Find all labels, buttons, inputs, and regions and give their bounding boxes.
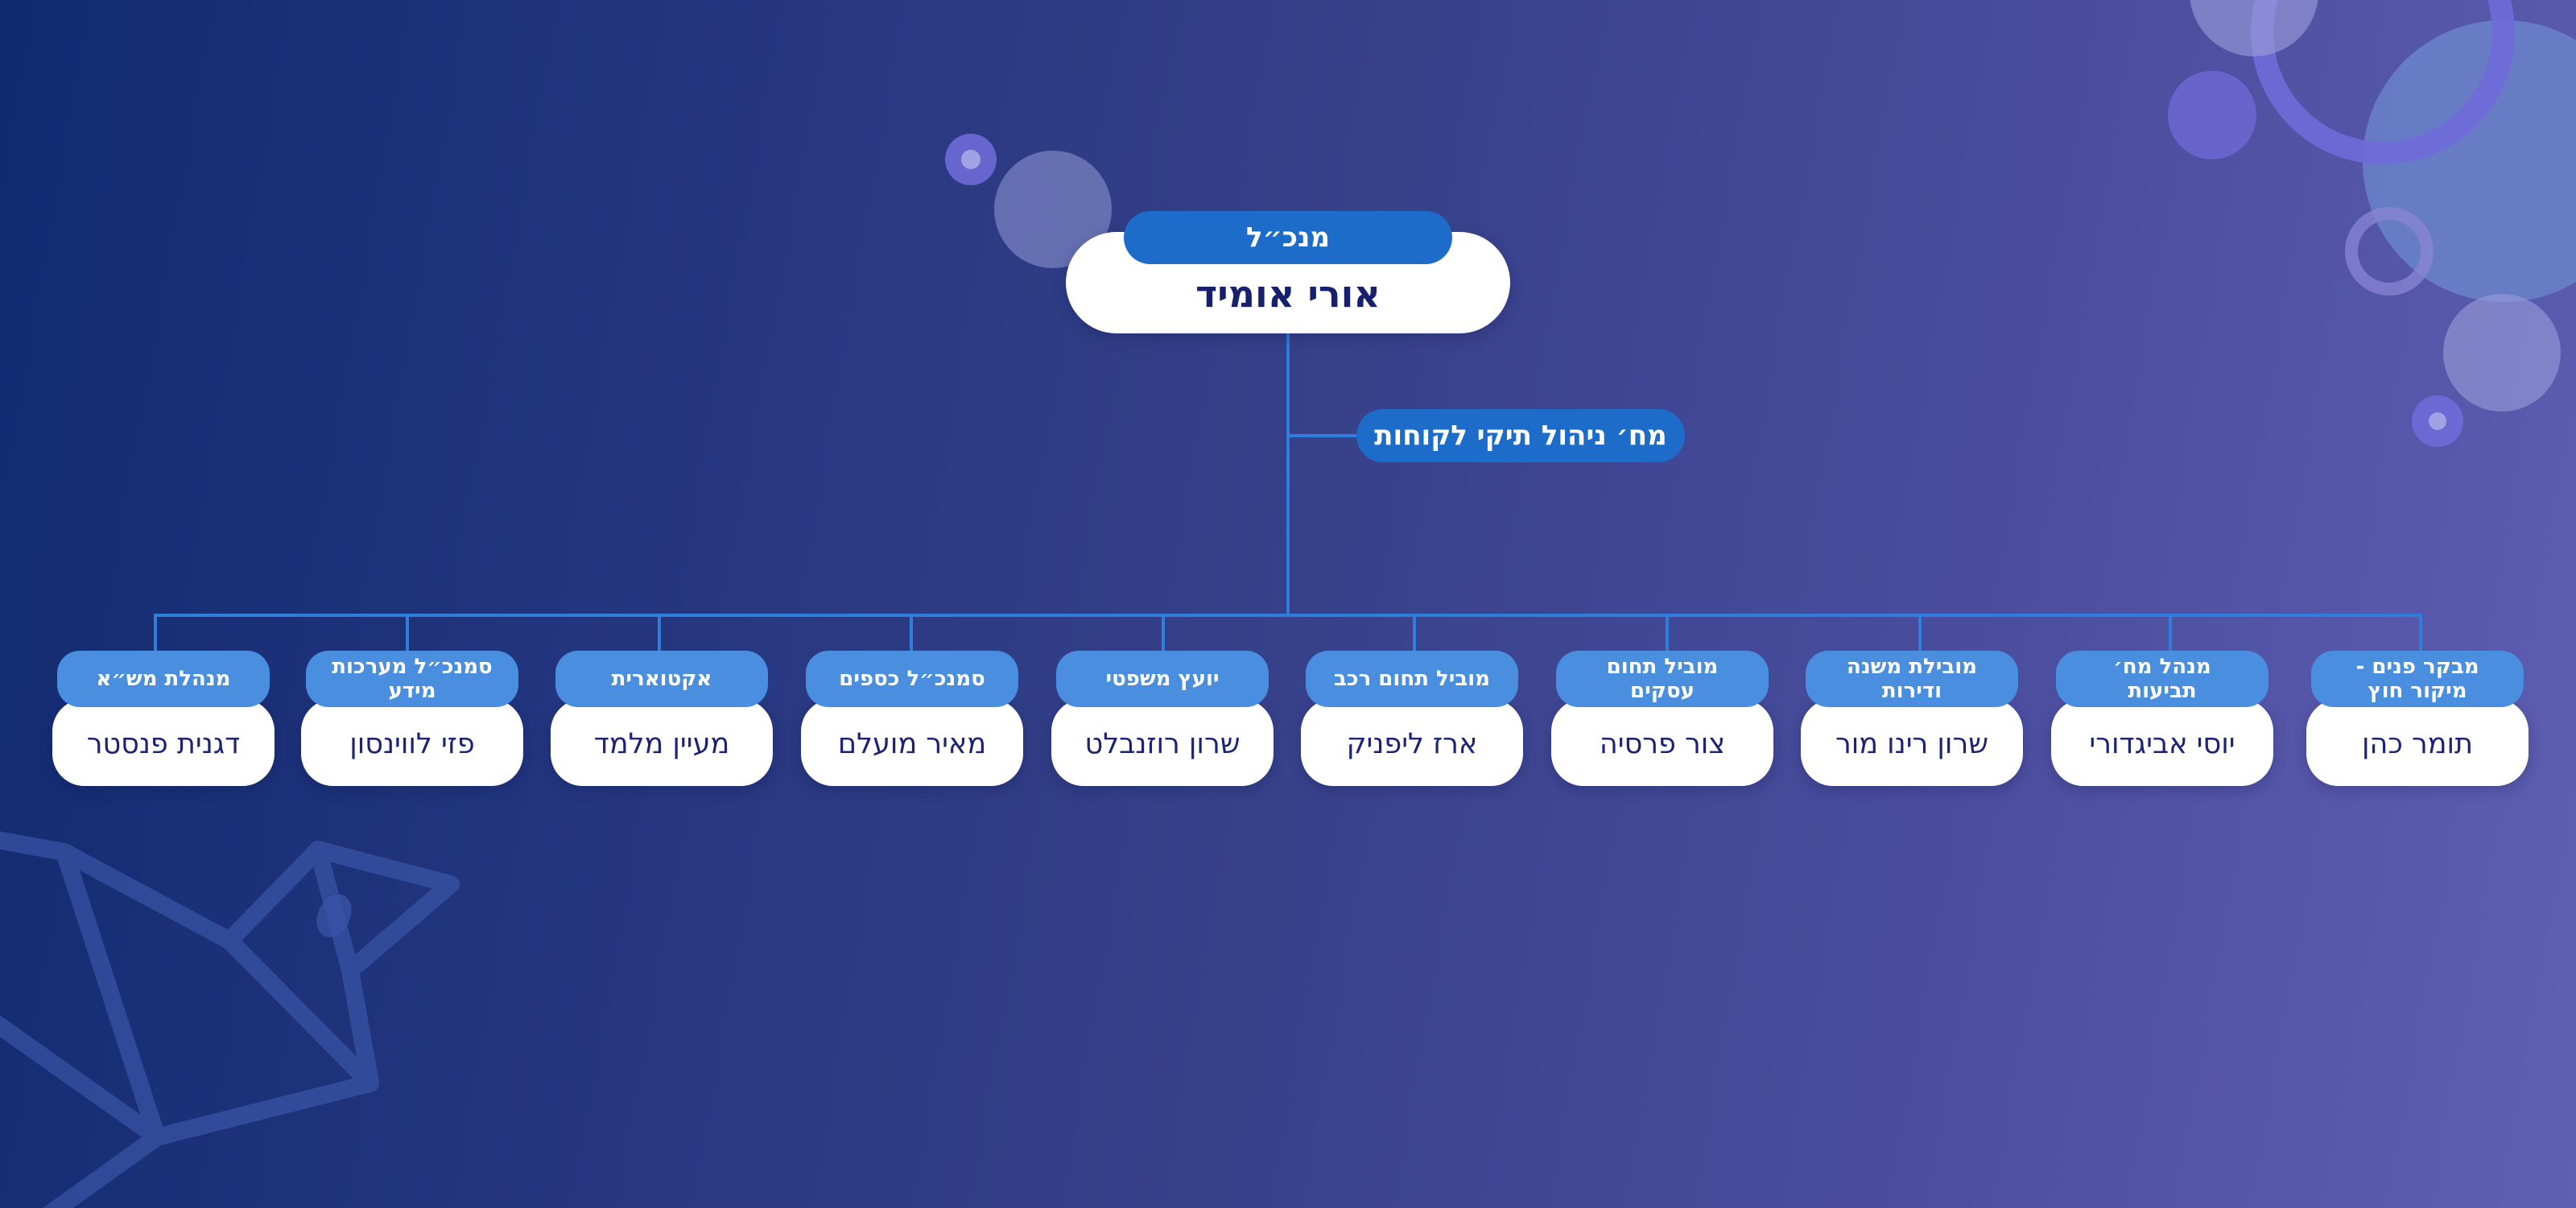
employee-title-pill: מוביל תחום עסקים [1556,651,1769,707]
ceo-name: אורי אומיד [1195,272,1381,316]
decor-dot-inner-ceo [961,150,980,169]
employee-name-card: מאיר מועלם [801,699,1023,786]
employee-card-6: שרון רוזנבלט יועץ משפטי [1051,651,1274,786]
connector-drop [1666,615,1669,652]
employee-title-pill: מנהלת מש״א [57,651,270,707]
connector-ceo-vertical [1286,333,1290,617]
connector-drop [2169,615,2172,652]
employee-name: ארז ליפניק [1346,728,1478,760]
employee-name-card: יוסי אביגדורי [2051,699,2273,786]
employee-name: שרון רינו מור [1835,728,1989,760]
employee-title-pill: מוביל תחום רכב [1306,651,1518,707]
employee-name-card: שרון רינו מור [1801,699,2023,786]
employee-card-9: פזי לווינסון סמנכ״ל מערכות מידע [301,651,523,786]
employee-title-pill: מנהל מח׳ תביעות [2056,651,2268,707]
decor-circle-right [2443,294,2561,412]
employee-card-3: שרון רינו מור מובילת משנה ודירות [1801,651,2023,786]
employee-card-7: מאיר מועלם סמנכ״ל כספים [801,651,1023,786]
connector-drop [910,615,913,652]
connector-horizontal-bus [154,614,2422,617]
employee-name-card: פזי לווינסון [301,699,523,786]
employee-name-card: תומר כהן [2306,699,2529,786]
employee-name: תומר כהן [2361,728,2474,760]
employee-card-5: ארז ליפניק מוביל תחום רכב [1301,651,1523,786]
client-portfolio-dept-pill: מח׳ ניהול תיקי לקוחות [1356,409,1685,462]
employee-name: מעיין מלמד [593,728,730,760]
employee-name: צור פרסיה [1599,728,1726,760]
employee-title-pill: מבקר פנים - מיקור חוץ [2311,651,2524,707]
employee-title-pill: יועץ משפטי [1056,651,1269,707]
connector-drop [658,615,661,652]
employee-card-8: מעיין מלמד אקטוארית [551,651,773,786]
decor-ring-small [2345,207,2434,296]
employee-name-card: דגנית פנסטר [52,699,275,786]
connector-side-branch [1288,434,1359,437]
employee-title-pill: מובילת משנה ודירות [1806,651,2018,707]
connector-drop [1162,615,1165,652]
connector-drop [406,615,409,652]
connector-drop [1918,615,1922,652]
decor-dot-inner-right [2429,412,2446,430]
employee-card-10: דגנית פנסטר מנהלת מש״א [52,651,275,786]
employee-name: מאיר מועלם [837,728,987,760]
employee-title-pill: סמנכ״ל כספים [806,651,1018,707]
employee-name: שרון רוזנבלט [1084,728,1241,760]
employee-name-card: מעיין מלמד [551,699,773,786]
employee-name-card: צור פרסיה [1551,699,1773,786]
decor-circle-ceo [994,151,1112,268]
employee-name: דגנית פנסטר [86,728,241,760]
employee-card-4: צור פרסיה מוביל תחום עסקים [1551,651,1773,786]
decor-circle-mid [2168,71,2256,159]
employee-title-pill: אקטוארית [555,651,768,707]
ceo-title-pill: מנכ״ל [1124,211,1452,264]
connector-drop [1413,615,1416,652]
employee-name-card: ארז ליפניק [1301,699,1523,786]
employee-name: יוסי אביגדורי [2089,728,2235,760]
employee-name: פזי לווינסון [349,728,475,760]
connector-drop [2419,615,2422,652]
employee-card-1: תומר כהן מבקר פנים - מיקור חוץ [2306,651,2529,786]
employee-name-card: שרון רוזנבלט [1051,699,1274,786]
connector-drop [154,615,157,652]
bird-outline-icon [0,831,460,1208]
bird-eye-icon [316,894,352,937]
employee-title-pill: סמנכ״ל מערכות מידע [306,651,518,707]
employee-card-2: יוסי אביגדורי מנהל מח׳ תביעות [2051,651,2273,786]
decor-circle-top [2190,0,2318,56]
